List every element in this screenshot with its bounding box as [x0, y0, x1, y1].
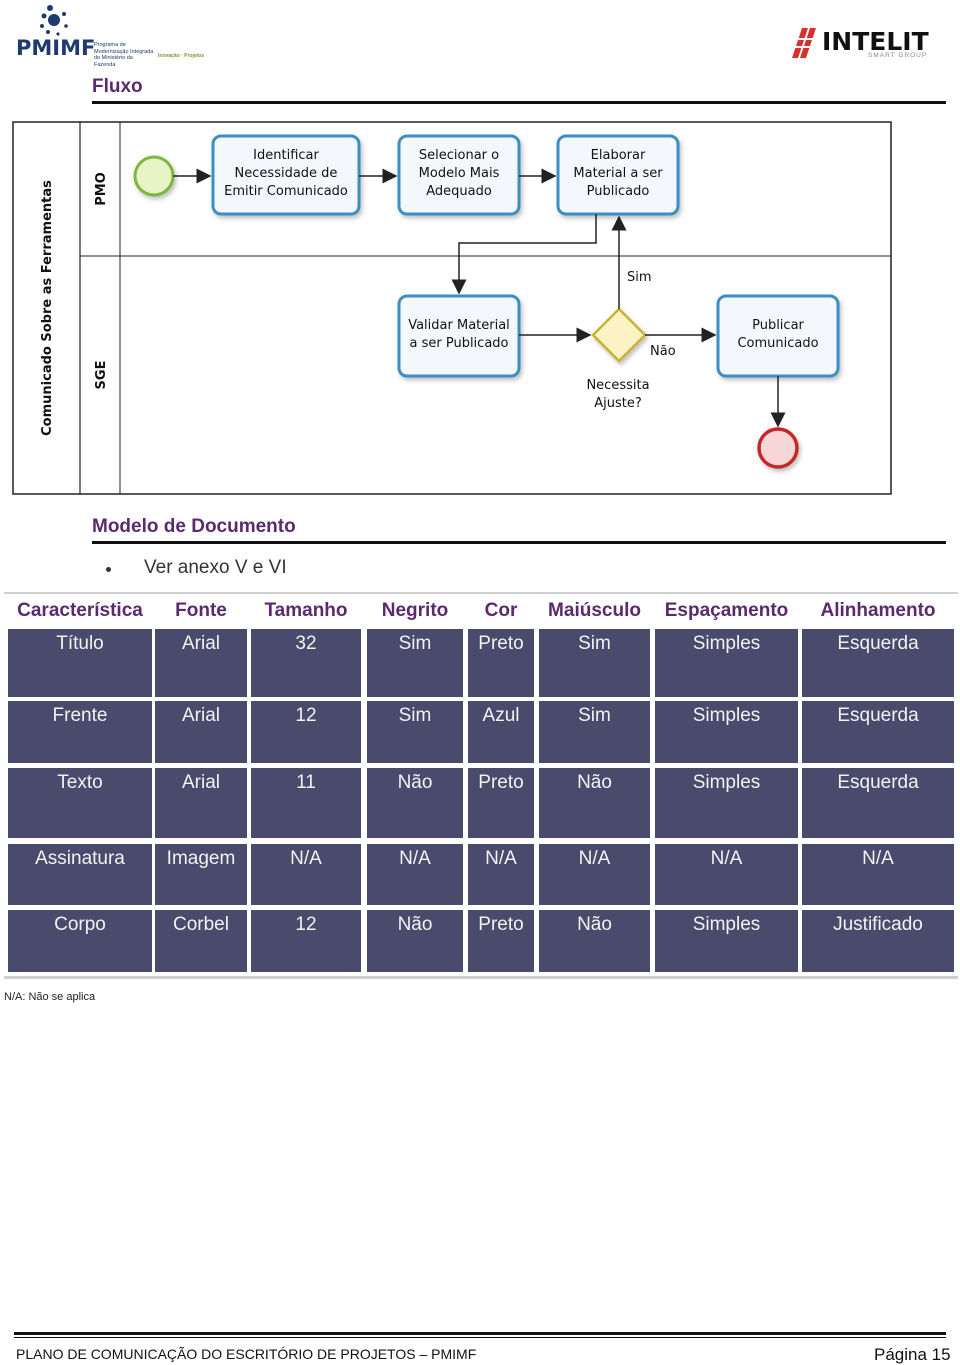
section-title-fluxo: Fluxo [92, 76, 143, 97]
table-cell: Justificado [802, 910, 954, 972]
start-event [133, 155, 175, 197]
task-identificar-line3: Emitir Comunicado [224, 184, 348, 199]
table-cell: N/A [802, 844, 954, 905]
table-cell: Preto [468, 768, 534, 838]
process-flow-diagram: Comunicado Sobre as Ferramentas PMO SGE … [12, 121, 892, 495]
flow-label-nao: Não [650, 344, 676, 359]
table-header-cell: Fonte [175, 600, 227, 621]
task-identificar-line1: Identificar [253, 148, 319, 163]
bullet-text: Ver anexo V e VI [144, 557, 287, 578]
table-cell: Esquerda [802, 701, 954, 763]
pmimf-dots-icon [40, 5, 68, 36]
section-rule [92, 101, 946, 104]
table-header-cell: Maiúsculo [548, 600, 641, 621]
lane-label-pmo: PMO [94, 172, 109, 206]
task-elaborar-line2: Material a ser [573, 166, 663, 181]
task-elaborar-line3: Publicado [587, 184, 650, 199]
table-cell: Assinatura [8, 844, 152, 905]
table-cell: N/A [539, 844, 650, 905]
table-cell: Não [367, 910, 463, 972]
footer-document-title: PLANO DE COMUNICAÇÃO DO ESCRITÓRIO DE PR… [16, 1346, 477, 1362]
table-cell: Arial [155, 629, 247, 697]
table-top-border [4, 592, 958, 594]
table-cell: Preto [468, 910, 534, 972]
pmimf-logo [14, 4, 214, 64]
table-cell: Título [8, 629, 152, 697]
task-selecionar: Selecionar o Modelo Mais Adequado [397, 134, 521, 216]
table-cell: Não [539, 910, 650, 972]
table-cell: Não [539, 768, 650, 838]
gateway-label-line1: Necessita [586, 378, 649, 393]
task-identificar-line2: Necessidade de [235, 166, 338, 181]
table-cell: 11 [251, 768, 361, 838]
table-cell: Esquerda [802, 629, 954, 697]
task-validar: Validar Material a ser Publicado [397, 294, 521, 378]
footer-page-number: Página 15 [874, 1345, 951, 1364]
task-identificar: Identificar Necessidade de Emitir Comuni… [211, 134, 361, 216]
table-cell: Corpo [8, 910, 152, 972]
footer-rule [14, 1332, 946, 1335]
intelit-stripes-icon [790, 28, 820, 58]
task-publicar: Publicar Comunicado [716, 294, 840, 378]
table-cell: Arial [155, 701, 247, 763]
table-cell: N/A [468, 844, 534, 905]
pool-label: Comunicado Sobre as Ferramentas [40, 180, 55, 436]
intelit-logo-text: INTELIT [822, 27, 929, 56]
bullet-marker [106, 567, 111, 572]
table-cell: Corbel [155, 910, 247, 972]
flow-label-sim: Sim [627, 270, 652, 285]
table-cell: Arial [155, 768, 247, 838]
table-cell: Simples [655, 768, 798, 838]
table-cell: Simples [655, 910, 798, 972]
task-selecionar-line2: Modelo Mais [419, 166, 500, 181]
table-header-cell: Alinhamento [820, 600, 936, 621]
task-publicar-line1: Publicar [752, 318, 804, 333]
table-cell: Sim [539, 629, 650, 697]
table-cell: Não [367, 768, 463, 838]
table-cell: N/A [655, 844, 798, 905]
table-cell: 12 [251, 701, 361, 763]
pmimf-logo-tag: Inovação · Projetos [158, 53, 205, 59]
table-cell: Sim [367, 701, 463, 763]
section-rule [92, 541, 946, 544]
table-cell: N/A [251, 844, 361, 905]
table-header-cell: Cor [484, 600, 518, 621]
table-cell: Azul [468, 701, 534, 763]
section-title-modelo: Modelo de Documento [92, 516, 296, 537]
lane-label-sge: SGE [94, 361, 109, 390]
task-validar-line2: a ser Publicado [410, 336, 509, 351]
table-header-cell: Característica [17, 600, 143, 621]
gateway-label-line2: Ajuste? [594, 396, 642, 411]
task-publicar-line2: Comunicado [737, 336, 818, 351]
table-cell: 32 [251, 629, 361, 697]
table-cell: Frente [8, 701, 152, 763]
task-selecionar-line3: Adequado [426, 184, 492, 199]
table-header-cell: Negrito [381, 600, 449, 621]
table-cell: 12 [251, 910, 361, 972]
table-cell: Simples [655, 701, 798, 763]
table-note: N/A: Não se aplica [4, 991, 96, 1003]
gateway-diamond [591, 307, 647, 363]
task-selecionar-line1: Selecionar o [419, 148, 499, 163]
table-cell: Texto [8, 768, 152, 838]
table-header-cell: Espaçamento [664, 600, 789, 621]
table-bottom-border [4, 976, 958, 979]
table-cell: Simples [655, 629, 798, 697]
table-cell: Sim [367, 629, 463, 697]
table-cell: Imagem [155, 844, 247, 905]
pmimf-logo-text: PMIMF [16, 36, 96, 60]
table-cell: Esquerda [802, 768, 954, 838]
task-elaborar-line1: Elaborar [591, 148, 646, 163]
footer-rule-thin [14, 1337, 946, 1338]
table-header-cell: Tamanho [264, 600, 348, 621]
intelit-logo-sub: SMART GROUP [868, 52, 928, 59]
task-validar-line1: Validar Material [408, 318, 510, 333]
pmimf-logo-sub: Programa de Modernização Integrada do Mi… [94, 42, 154, 68]
table-cell: N/A [367, 844, 463, 905]
task-elaborar: Elaborar Material a ser Publicado [556, 134, 680, 216]
table-cell: Sim [539, 701, 650, 763]
table-cell: Preto [468, 629, 534, 697]
end-event [757, 427, 799, 469]
